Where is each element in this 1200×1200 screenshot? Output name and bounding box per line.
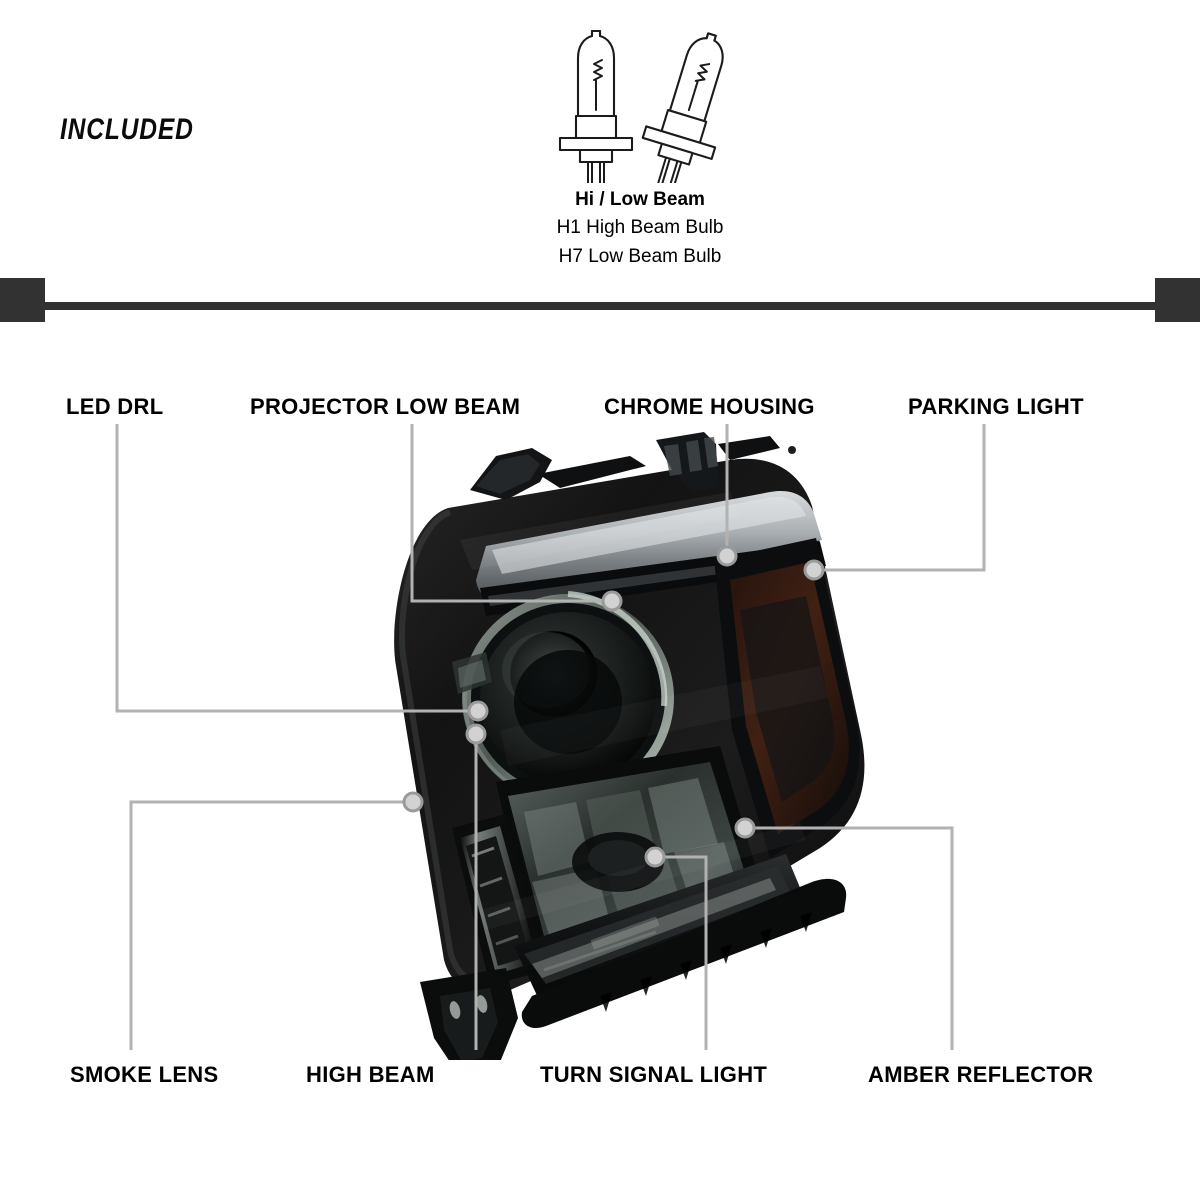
divider-cap-left: [0, 278, 45, 322]
callout-label-projector-low-beam: PROJECTOR LOW BEAM: [250, 394, 521, 419]
smoked-projector-headlight-photo: [300, 430, 900, 1060]
bulb-caption-title: Hi / Low Beam: [575, 189, 705, 210]
product-diagram: [0, 330, 1200, 1090]
callout-label-high-beam: HIGH BEAM: [306, 1062, 435, 1087]
section-divider: [0, 278, 1200, 324]
divider-cap-right: [1155, 278, 1200, 322]
callout-label-parking-light: PARKING LIGHT: [908, 394, 1084, 419]
bulb-caption-line-1: H1 High Beam Bulb: [556, 217, 724, 238]
callout-label-smoke-lens: SMOKE LENS: [70, 1062, 219, 1087]
callout-label-chrome-housing: CHROME HOUSING: [604, 394, 815, 419]
bulb-caption: Hi / Low Beam H1 High Beam Bulb H7 Low B…: [440, 186, 840, 271]
included-title: INCLUDED: [60, 113, 194, 146]
halogen-bulb-pair-icon: [520, 18, 760, 183]
callout-label-turn-signal-light: TURN SIGNAL LIGHT: [540, 1062, 768, 1087]
callout-label-amber-reflector: AMBER REFLECTOR: [868, 1062, 1094, 1087]
callout-label-led-drl: LED DRL: [66, 394, 164, 419]
bulb-caption-line-2: H7 Low Beam Bulb: [558, 246, 722, 267]
divider-bar: [44, 302, 1157, 310]
